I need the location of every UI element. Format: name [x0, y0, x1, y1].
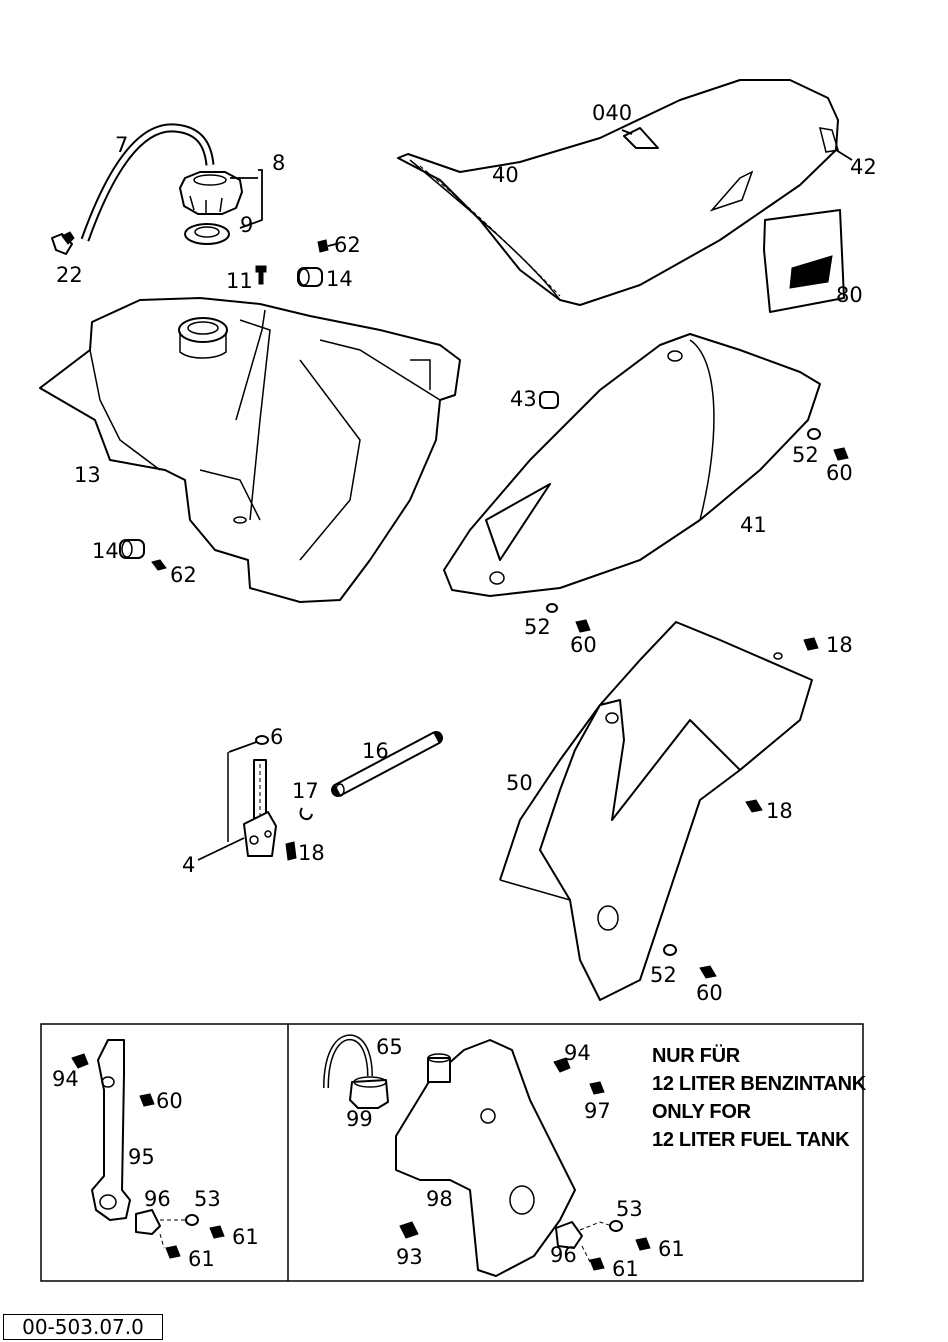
- bracket-95: [91, 1039, 131, 1221]
- label-22: 22: [56, 263, 83, 287]
- label-6: 6: [270, 725, 283, 749]
- grommet-14b: [119, 539, 145, 559]
- label-62b: 62: [170, 563, 197, 587]
- note-line-1: NUR FÜR: [652, 1044, 741, 1067]
- label-97: 97: [584, 1099, 611, 1123]
- breather-hose: [80, 123, 215, 242]
- label-18c: 18: [766, 799, 793, 823]
- label-61c: 61: [658, 1237, 685, 1261]
- label-98: 98: [426, 1187, 453, 1211]
- grommet-43: [539, 391, 559, 409]
- cap-99: [349, 1076, 389, 1109]
- label-9: 9: [240, 213, 253, 237]
- label-41: 41: [740, 513, 767, 537]
- box2-small-parts: [399, 1057, 651, 1271]
- screw-62: [317, 239, 329, 253]
- screw-62b: [151, 559, 167, 571]
- label-18b: 18: [826, 633, 853, 657]
- label-52b: 52: [524, 615, 551, 639]
- label-4: 4: [182, 853, 195, 877]
- label-94b: 94: [564, 1041, 591, 1065]
- label-99: 99: [346, 1107, 373, 1131]
- shroud: [499, 621, 813, 1001]
- side-cover-left: [443, 333, 821, 597]
- label-60c: 60: [696, 981, 723, 1005]
- label-62a: 62: [334, 233, 361, 257]
- screw-11: [255, 265, 267, 285]
- label-18a: 18: [298, 841, 325, 865]
- label-52a: 52: [792, 443, 819, 467]
- label-96a: 96: [144, 1187, 171, 1211]
- note-line-4: 12 LITER FUEL TANK: [652, 1129, 850, 1151]
- hose-16: [331, 731, 443, 797]
- label-14b: 14: [92, 539, 119, 563]
- label-53a: 53: [194, 1187, 221, 1211]
- label-65: 65: [376, 1035, 403, 1059]
- cap-seal: [184, 223, 230, 245]
- label-14a: 14: [326, 267, 353, 291]
- hose-65: [323, 1034, 373, 1089]
- label-96b: 96: [550, 1243, 577, 1267]
- note-line-3: ONLY FOR: [652, 1101, 752, 1123]
- label-61a: 61: [232, 1225, 259, 1249]
- label-7: 7: [115, 133, 128, 157]
- label-52c: 52: [650, 963, 677, 987]
- tank-98: [395, 1039, 576, 1277]
- label-61d: 61: [612, 1257, 639, 1281]
- label-60d: 60: [156, 1089, 183, 1113]
- label-42: 42: [850, 155, 877, 179]
- label-94a: 94: [52, 1067, 79, 1091]
- box1-small-parts: [71, 1053, 225, 1259]
- seat-decal: [763, 209, 845, 313]
- clamp-17: [299, 807, 313, 821]
- label-61b: 61: [188, 1247, 215, 1271]
- screw-18a: [285, 841, 297, 861]
- fuel-tank: [39, 297, 461, 603]
- label-13: 13: [74, 463, 101, 487]
- label-040: 040: [592, 101, 632, 125]
- document-code: 00-503.07.0: [3, 1314, 163, 1340]
- fuel-cap: [179, 171, 243, 215]
- label-93: 93: [396, 1245, 423, 1269]
- note-line-2: 12 LITER BENZINTANK: [652, 1073, 867, 1095]
- leader-lines: [327, 129, 853, 247]
- label-53b: 53: [616, 1197, 643, 1221]
- part-labels: 7 8 9 22 11 62 14 13 14 62 040 40 42 80 …: [52, 101, 877, 1281]
- label-43: 43: [510, 387, 537, 411]
- fuel-tap: [227, 735, 277, 857]
- hose-fitting: [51, 231, 75, 255]
- note-block: NUR FÜR 12 LITER BENZINTANK ONLY FOR 12 …: [652, 1044, 867, 1151]
- seat: [397, 79, 839, 306]
- label-16: 16: [362, 739, 389, 763]
- label-40: 40: [492, 163, 519, 187]
- label-8: 8: [272, 151, 285, 175]
- label-60a: 60: [826, 461, 853, 485]
- label-80: 80: [836, 283, 863, 307]
- label-95: 95: [128, 1145, 155, 1169]
- label-60b: 60: [570, 633, 597, 657]
- grommet-14: [297, 267, 323, 287]
- label-17: 17: [292, 779, 319, 803]
- label-11: 11: [226, 269, 253, 293]
- label-50: 50: [506, 771, 533, 795]
- screws-18-60: [546, 428, 849, 979]
